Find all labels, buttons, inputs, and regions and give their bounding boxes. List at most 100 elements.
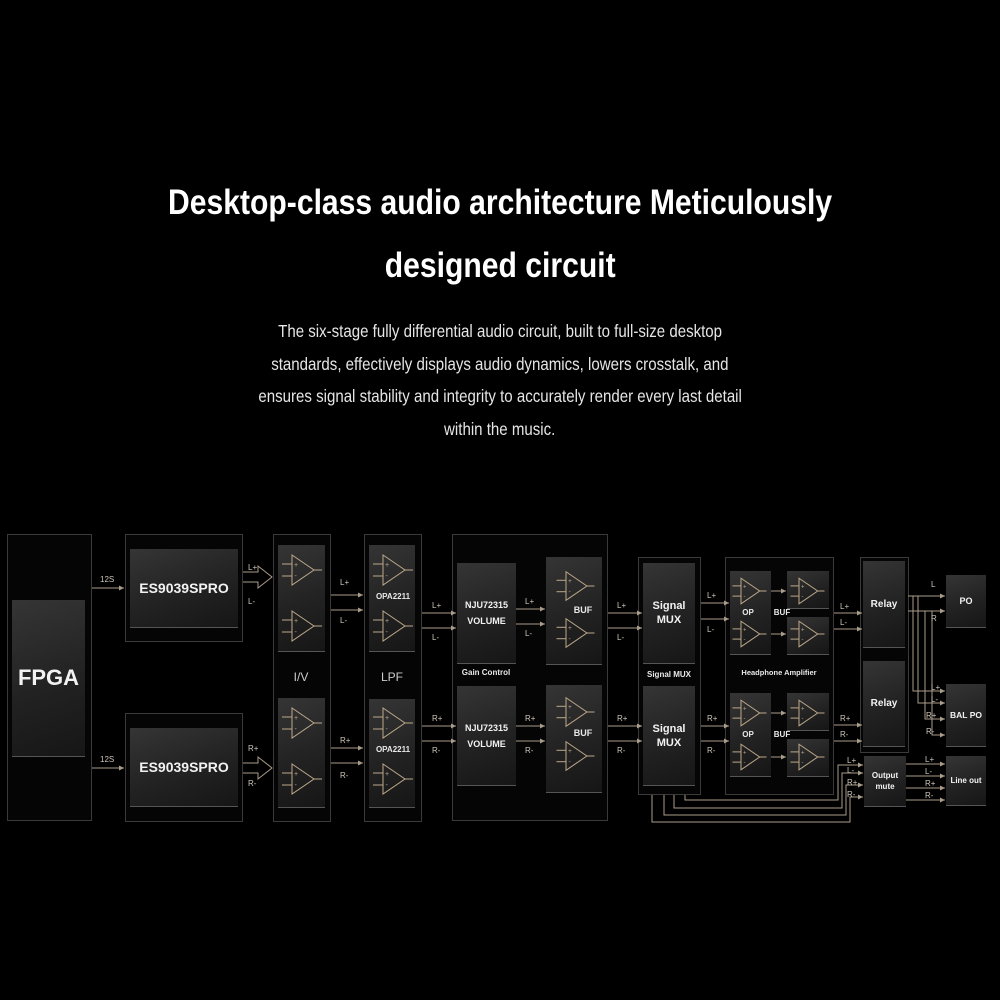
arrowhead [358,760,363,766]
bal-po-output: BAL PO [946,684,986,747]
opamp-icon [382,707,406,739]
arrowhead [940,688,945,694]
opamp-icon [565,570,588,602]
arrowhead [358,607,363,613]
minus-sign: - [569,759,571,766]
minus-sign: - [744,716,746,722]
arrowhead [857,722,862,728]
arrowhead [940,732,945,738]
buf-label: BUF [773,730,791,739]
minus-sign: - [386,629,389,636]
arrowhead [358,592,363,598]
sig-label: L- [525,629,533,638]
minus-sign: - [569,589,571,596]
plus-sign: + [294,562,298,569]
plus-sign: + [743,627,747,633]
sig-label: R- [926,727,935,736]
sig-label: L+ [340,578,350,587]
plus-sign: + [801,706,805,712]
sig-label: L+ [931,683,941,692]
sig-label: R+ [707,714,718,723]
arrowhead [540,723,545,729]
iv-block-bottom [278,698,325,808]
arrowhead [857,626,862,632]
opamp-icon [565,617,588,649]
arrowhead [781,588,786,594]
heading-line-2: designed circuit [384,246,616,285]
sig-label: L- [707,625,715,634]
sig-label: R+ [525,714,536,723]
plus-sign: + [568,748,572,755]
arrowhead [940,773,945,779]
sig-label: L- [931,695,939,704]
sig-label: R- [340,771,349,780]
arrowhead [637,610,642,616]
buf-block-top [546,557,602,665]
opamp-icon [798,620,819,648]
minus-sign: - [569,715,571,722]
wire [924,611,945,720]
sig-label: R+ [926,711,937,720]
gain-control-label: Gain Control [461,668,511,677]
dac-block-bottom: ES9039SPRO [130,728,238,807]
arrowhead [940,593,945,599]
sig-label: R- [248,779,257,788]
sig-label: R- [432,746,441,755]
op-label: OP [742,730,754,739]
minus-sign: - [744,760,746,766]
plus-sign: + [294,715,298,722]
arrowhead [940,797,945,803]
sig-label: R+ [925,779,936,788]
minus-sign: - [295,726,298,733]
description-line: standards, effectively displays audio dy… [271,354,729,374]
line-out-output: Line out [946,756,986,806]
arrowhead [451,625,456,631]
hp-buf-2 [787,617,829,655]
arrowhead [858,782,863,788]
minus-sign: - [295,629,298,636]
minus-sign: - [744,637,746,643]
sig-label: R+ [340,736,351,745]
opamp-icon [740,699,761,727]
wire [673,772,863,809]
sig-label: R- [925,791,934,800]
relay-bottom: Relay [863,661,905,747]
sig-label: L- [248,597,256,606]
wire [651,795,863,823]
wire [684,764,863,801]
arrowhead [857,738,862,744]
opamp-icon [382,554,406,586]
hp-buf-1 [787,571,829,609]
opamp-icon [565,696,588,728]
plus-sign: + [568,704,572,711]
arrowhead [451,723,456,729]
arrowhead [637,738,642,744]
arrowhead [781,754,786,760]
opamp-icon [740,620,761,648]
plus-sign: + [743,750,747,756]
sig-label: R+ [617,714,628,723]
sig-label: L- [925,767,933,776]
arrowhead [540,606,545,612]
plus-sign: + [385,715,389,722]
plus-sign: + [385,618,389,625]
opamp-icon [291,763,315,795]
minus-sign: - [744,594,746,600]
arrowhead [724,616,729,622]
signal-mux-label: Signal MUX [646,670,692,679]
minus-sign: - [386,782,389,789]
sig-label: L+ [432,601,442,610]
arrowhead [940,700,945,706]
sig-label: L- [617,633,625,642]
arrowhead [724,738,729,744]
lpf-label: LPF [380,670,404,684]
sig-label: R- [525,746,534,755]
sig-label: L- [847,766,855,775]
opa-label: OPA2211 [375,592,411,601]
sig-label: R- [847,790,856,799]
opamp-icon [565,740,588,772]
arrowhead [857,610,862,616]
wire [912,596,945,692]
opamp-icon [740,577,761,605]
